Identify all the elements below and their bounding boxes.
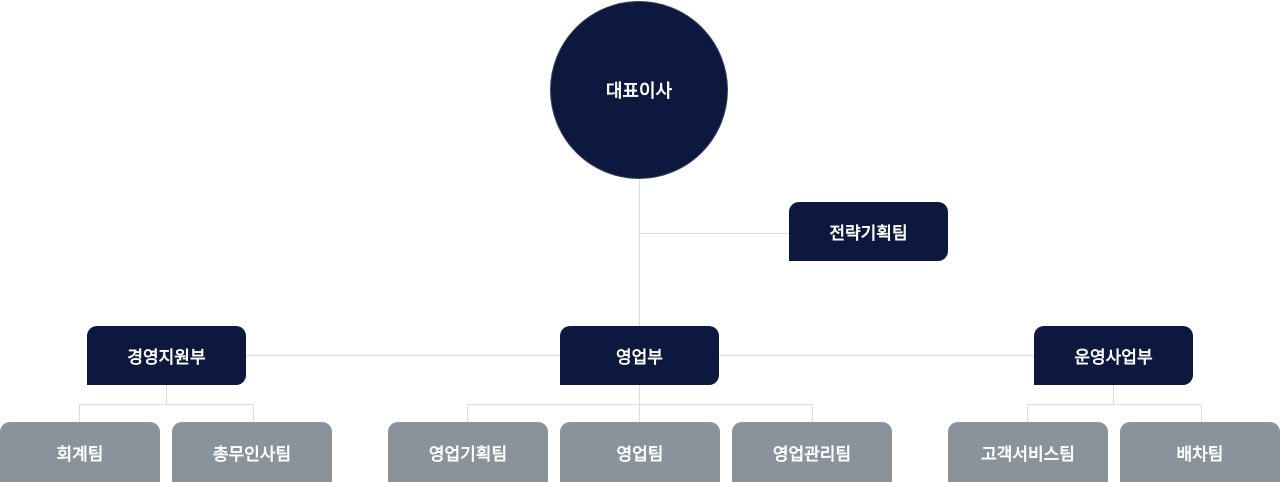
sales-stem-line <box>639 385 640 422</box>
management-drop-right <box>253 404 254 422</box>
ceo-node: 대표이사 <box>550 1 728 179</box>
sales-team-bar <box>467 404 813 405</box>
operations-drop-left <box>1027 404 1028 422</box>
operations-drop-right <box>1201 404 1202 422</box>
management-drop-left <box>79 404 80 422</box>
operations-team-bar <box>1027 404 1202 405</box>
ceo-vertical-line <box>639 179 640 326</box>
sales-department-node: 영업부 <box>560 326 719 385</box>
sales-drop-left <box>467 404 468 422</box>
strategy-branch-line <box>639 233 789 234</box>
general-hr-team-node: 총무인사팀 <box>172 422 332 482</box>
dispatch-team-node: 배차팀 <box>1120 422 1280 482</box>
sales-planning-team-node: 영업기획팀 <box>388 422 548 482</box>
sales-drop-right <box>812 404 813 422</box>
management-department-node: 경영지원부 <box>87 326 246 385</box>
strategy-team-node: 전략기획팀 <box>789 202 948 261</box>
customer-service-team-node: 고객서비스팀 <box>948 422 1108 482</box>
sales-management-team-node: 영업관리팀 <box>732 422 892 482</box>
accounting-team-node: 회계팀 <box>0 422 160 482</box>
management-stem-line <box>166 385 167 404</box>
operations-department-node: 운영사업부 <box>1034 326 1193 385</box>
sales-team-node: 영업팀 <box>560 422 720 482</box>
management-team-bar <box>79 404 254 405</box>
operations-stem-line <box>1113 385 1114 404</box>
